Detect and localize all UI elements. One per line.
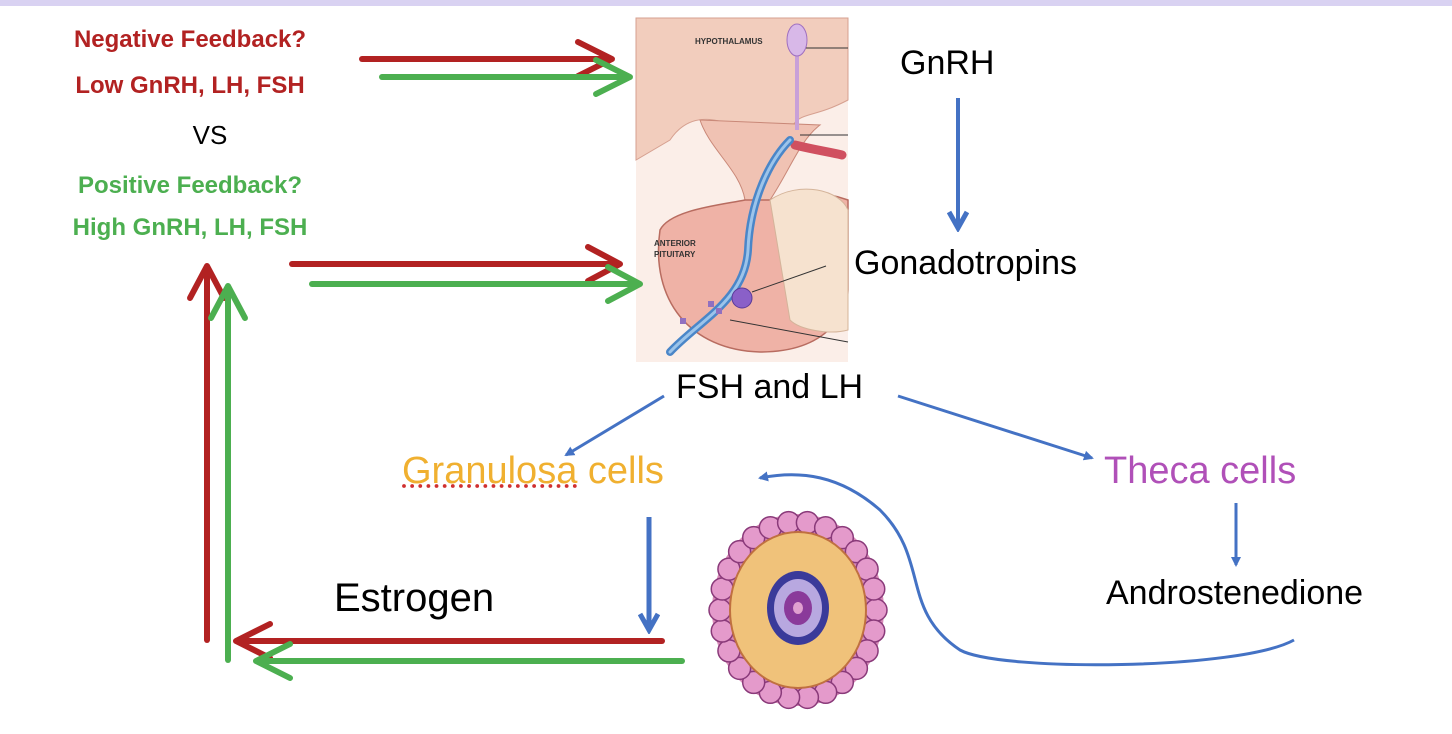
gonadotropins-label: Gonadotropins	[854, 244, 1078, 282]
follicle-cell	[830, 525, 855, 550]
return-arrow-green-vertical	[208, 283, 248, 663]
feedback-arrow-hypothalamus-green	[379, 57, 633, 97]
follicle-cell	[727, 656, 752, 681]
return-arrow-red-vertical	[187, 263, 227, 643]
pituitary-illustration: ANTERIOR PITUITARY HYPOTHALAMUS	[635, 17, 849, 362]
granulosa-cells-label: Granulosa cells	[402, 450, 664, 493]
anterior-pituitary-label-2: PITUITARY	[654, 250, 696, 259]
ovarian-follicle-illustration	[708, 510, 888, 710]
positive-feedback-detail: High GnRH, LH, FSH	[72, 214, 308, 241]
hypothalamus-label: HYPOTHALAMUS	[695, 37, 763, 46]
follicle-cell	[708, 598, 732, 622]
feedback-arrow-pituitary-green	[309, 264, 643, 304]
top-accent-bar	[0, 0, 1452, 6]
fsh-lh-label: FSH and LH	[676, 368, 864, 406]
anterior-pituitary-label-1: ANTERIOR	[654, 239, 696, 248]
fsh-to-theca-arrow	[897, 394, 1094, 461]
gnrh-label: GnRH	[900, 44, 995, 82]
fsh-to-granulosa-arrow	[564, 394, 665, 457]
estrogen-arrow-red	[233, 621, 665, 661]
vs-label: VS	[192, 120, 228, 150]
theca-cells-label: Theca cells	[1104, 450, 1297, 492]
granulosa-word: Granulosa	[402, 450, 578, 492]
androstenedione-label: Androstenedione	[1106, 574, 1364, 612]
estrogen-arrow-green	[253, 641, 685, 681]
follicle-cell	[864, 598, 888, 622]
positive-feedback-title: Positive Feedback?	[77, 172, 303, 199]
negative-feedback-detail: Low GnRH, LH, FSH	[75, 72, 305, 99]
feedback-arrow-hypothalamus-red	[359, 39, 615, 79]
negative-feedback-title: Negative Feedback?	[73, 26, 307, 53]
follicle-cell	[727, 539, 752, 564]
feedback-arrow-pituitary-red	[289, 244, 623, 284]
estrogen-label: Estrogen	[334, 576, 495, 620]
follicle-cell	[844, 656, 869, 681]
follicle-cell	[741, 670, 766, 695]
granulosa-cells-word: cells	[577, 450, 664, 492]
androstenedione-to-granulosa-curve	[758, 471, 1295, 667]
follicle-cell	[844, 539, 869, 564]
